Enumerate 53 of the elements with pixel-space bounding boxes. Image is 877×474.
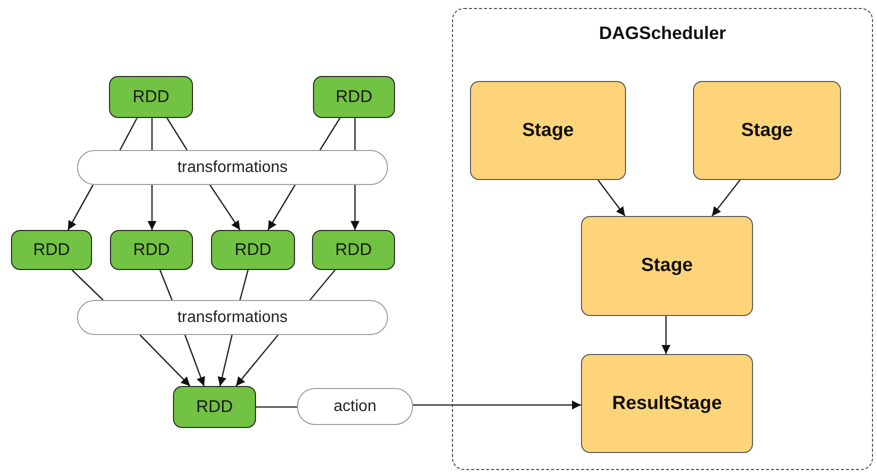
arrow xyxy=(711,180,741,216)
stage-box xyxy=(470,81,626,180)
node-label: ResultStage xyxy=(612,392,722,414)
arrow xyxy=(236,334,278,386)
node-label: Stage xyxy=(741,120,793,142)
node-label: RDD xyxy=(33,240,70,260)
rdd-box xyxy=(173,386,256,428)
node-label: Stage xyxy=(522,120,574,142)
arrow xyxy=(413,400,581,410)
node-label: RDD xyxy=(133,240,170,260)
stage-box xyxy=(581,354,753,453)
rdd-box xyxy=(109,76,193,118)
connector-line xyxy=(166,118,188,150)
node-label: transformations xyxy=(177,158,288,176)
connector-line xyxy=(72,270,104,300)
stage-box xyxy=(693,81,841,180)
container-title: DAGScheduler xyxy=(598,23,728,44)
rdd-box xyxy=(110,230,193,270)
node-label: RDD xyxy=(234,240,272,260)
arrow xyxy=(148,185,156,230)
connector-line xyxy=(239,270,249,300)
arrow xyxy=(209,184,241,230)
rdd-box xyxy=(312,230,395,270)
node-label: Stage xyxy=(641,255,693,277)
arrow xyxy=(267,184,296,230)
node-label: RDD xyxy=(336,87,372,107)
connector-line xyxy=(119,118,138,150)
operation-pill xyxy=(77,150,388,185)
arrow xyxy=(67,184,94,230)
node-label: transformations xyxy=(177,308,288,326)
node-label: RDD xyxy=(335,240,372,260)
rdd-box xyxy=(211,230,295,270)
arrow xyxy=(140,334,190,386)
connector-line xyxy=(319,118,341,150)
connector-line xyxy=(151,118,153,150)
connector-line xyxy=(159,270,173,300)
scheduler-container xyxy=(452,8,873,470)
node-label: RDD xyxy=(196,397,233,417)
connector-line xyxy=(354,118,356,150)
node-label: RDD xyxy=(132,87,170,107)
arrow xyxy=(350,185,360,230)
arrow xyxy=(218,334,233,386)
operation-pill xyxy=(297,388,413,425)
connector-line xyxy=(310,270,336,300)
arrow xyxy=(662,316,670,354)
connector-line xyxy=(256,406,297,408)
operation-pill xyxy=(77,300,388,335)
arrow xyxy=(597,180,626,216)
rdd-box xyxy=(313,76,395,118)
arrow xyxy=(184,334,206,386)
stage-box xyxy=(581,216,753,316)
node-label: action xyxy=(334,398,376,416)
rdd-box xyxy=(11,230,92,270)
